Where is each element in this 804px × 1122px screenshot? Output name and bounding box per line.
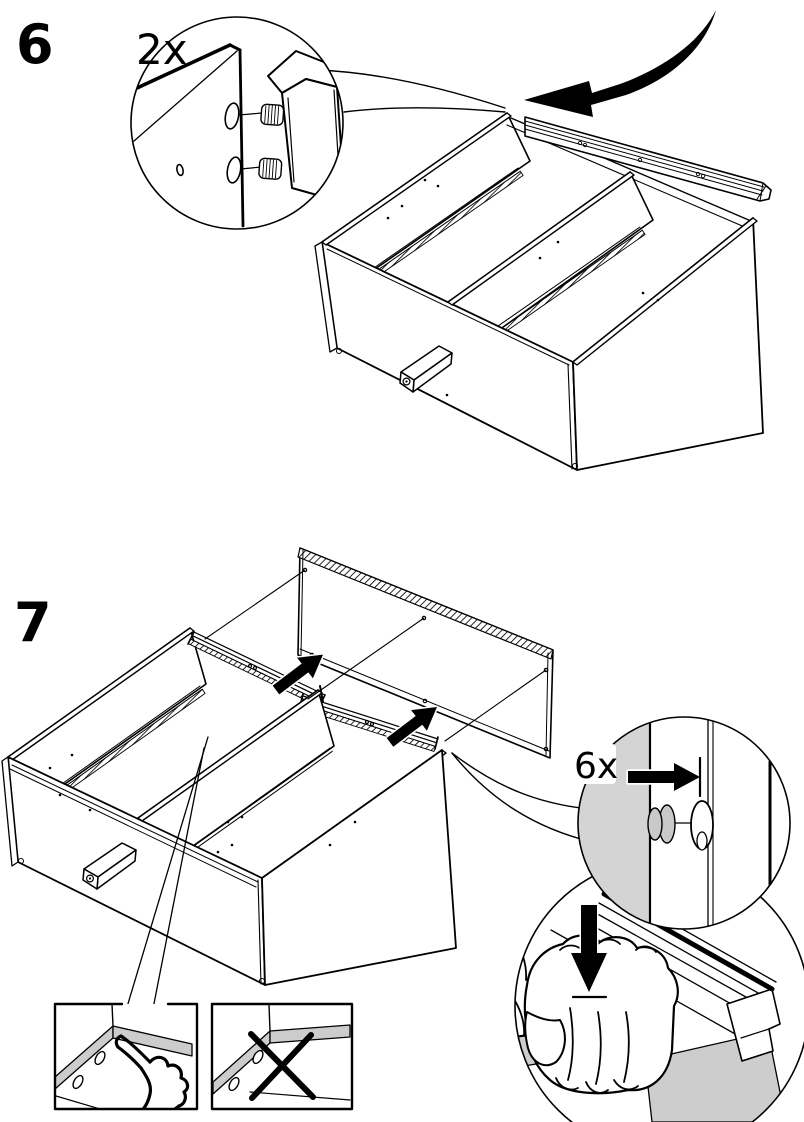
foot-block-icon [82,842,137,890]
inset-correct [53,1002,199,1111]
step-7-number: 7 [14,591,52,654]
press-down-arrow-icon [569,903,609,994]
cross-mark-icon [248,1031,316,1101]
press-hand-detail [514,858,804,1122]
nail-callout: 6x [566,716,791,930]
back-rail-icon [524,116,772,202]
quantity-label-2x: 2x [136,25,188,74]
step-6-number: 6 [16,13,54,76]
alignment-guide-lines [204,569,547,742]
back-panel-icon [297,547,554,759]
slide-arrow-icon [271,653,439,749]
insert-arrow-icon [626,761,702,793]
inset-incorrect [210,1002,354,1111]
step-6: 2x 6 [16,10,772,471]
curved-insert-arrow-icon [524,10,716,117]
wooden-dowel-icon [258,103,285,180]
foot-block-icon [399,345,453,393]
cabinet-frame-step7-icon [1,627,457,986]
cap-nail-icon [647,800,714,851]
magnifier-tail [314,69,506,113]
press-hand-icon [515,934,679,1095]
dowel-callout: 2x [130,16,344,230]
quantity-label-6x: 6x [574,746,618,787]
cabinet-frame-step6-icon [314,112,764,471]
step-7: 6x [1,547,804,1122]
hole-dots [48,753,357,854]
detail-pointer-lines [120,736,209,1028]
